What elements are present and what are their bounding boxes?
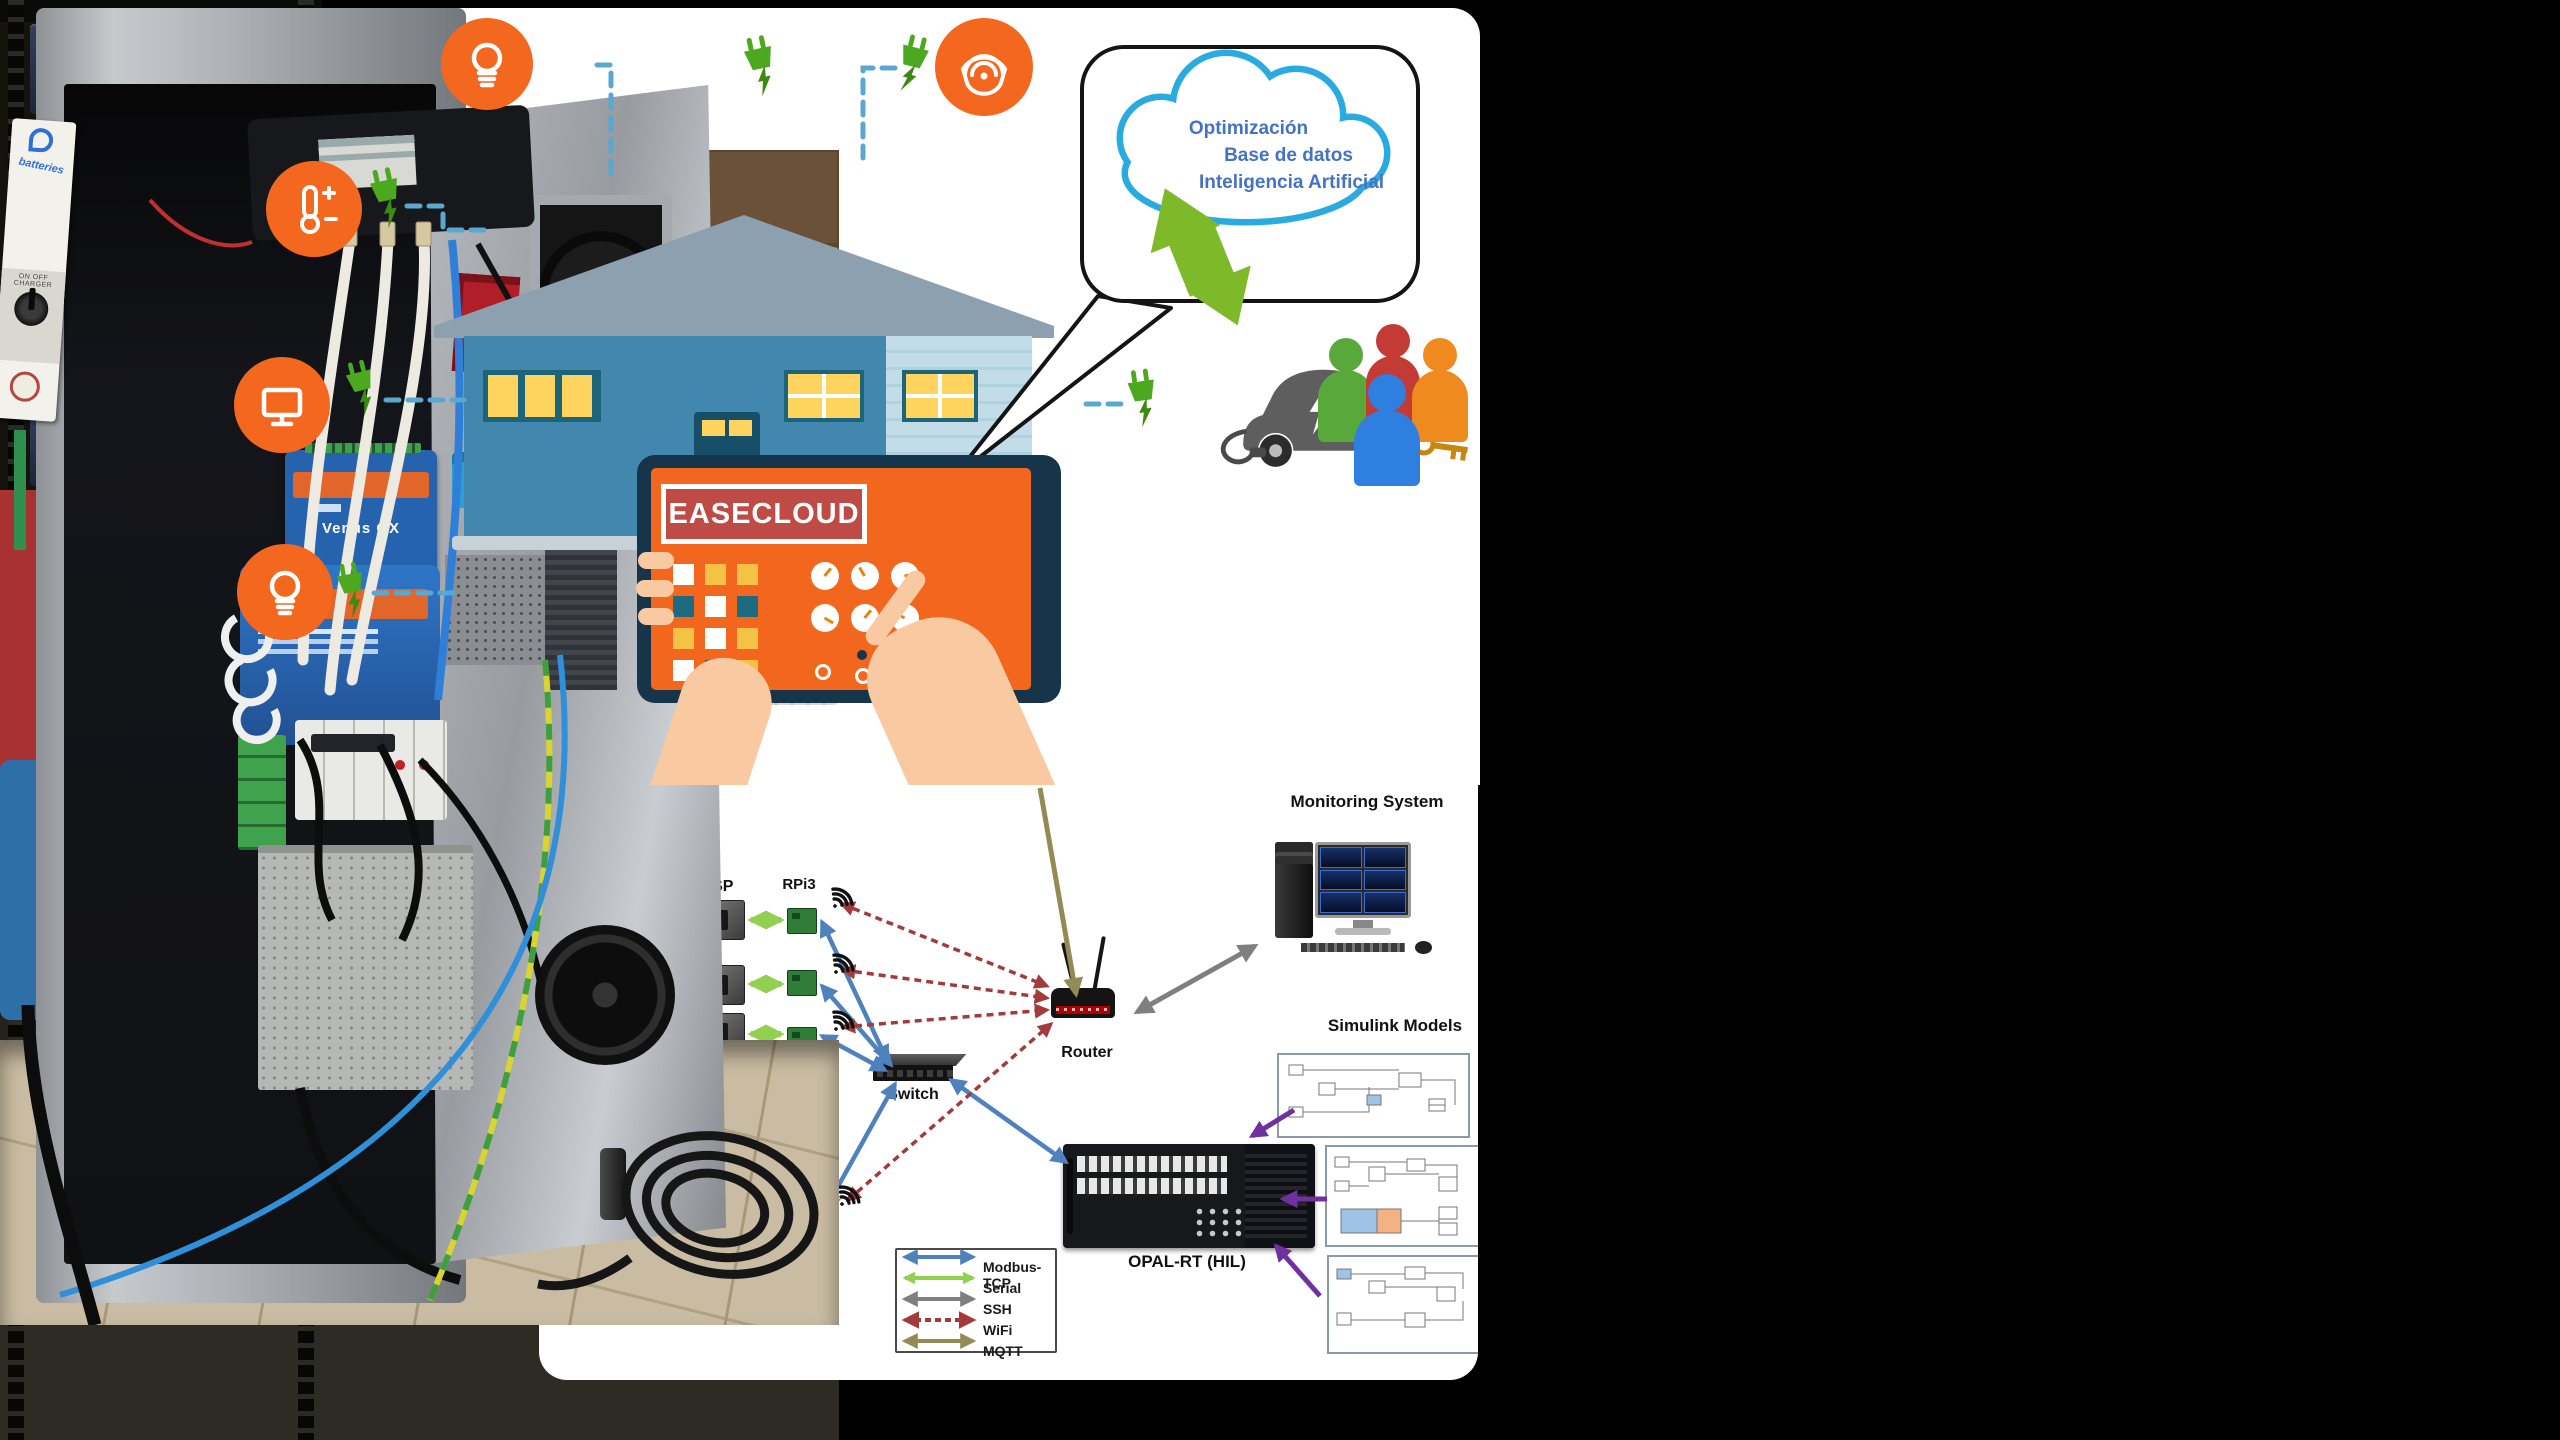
legend-label: MQTT — [983, 1343, 1023, 1359]
simulink-model-box — [1325, 1145, 1478, 1247]
easecloud-label: EASECLOUD — [661, 484, 867, 544]
pc-stand — [1353, 920, 1373, 929]
monitoring-system-label: Monitoring System — [1290, 792, 1444, 811]
door-hinge — [600, 1148, 626, 1220]
router-antenna — [1061, 942, 1077, 992]
wifi-arrows — [839, 901, 1054, 1203]
pc-keyboard — [1297, 938, 1405, 957]
switch-device-front — [873, 1065, 953, 1081]
left-hand-finger — [636, 580, 674, 597]
rpi3-label: RPi3 — [782, 876, 816, 893]
left-hand-finger — [638, 552, 674, 569]
legend-label: SSH — [983, 1301, 1012, 1317]
switch-label: Switch — [887, 1086, 939, 1103]
simulink-model-box — [1277, 1053, 1470, 1138]
pc-base — [1335, 928, 1391, 935]
lightbulb-icon — [441, 18, 533, 110]
cloud-text-line2: Base de datos — [1224, 145, 1353, 166]
router-device — [1051, 988, 1115, 1018]
opal-rt-server — [1063, 1144, 1315, 1248]
lightbulb-icon — [237, 544, 333, 640]
battery-box — [258, 845, 473, 1090]
cooling-fan-bottom — [535, 925, 675, 1065]
ssh-arrow — [1133, 943, 1259, 1015]
cloud-text-line3: Inteligencia Artificial — [1198, 172, 1385, 193]
power-supply-dark — [545, 540, 617, 690]
tablet: EASECLOUD — [637, 455, 1061, 703]
raspberry-pi-board — [787, 908, 817, 934]
pc-monitor — [1315, 842, 1411, 918]
pc-mouse — [1415, 941, 1432, 954]
router-label: Router — [1061, 1044, 1113, 1061]
router-antenna — [1092, 936, 1106, 992]
cabinet-photo: Venus GX batteries ON OFF CHARGER — [0, 8, 839, 1440]
house-window-mid — [784, 370, 864, 422]
simulink-model-box — [1327, 1255, 1478, 1354]
pc-tower — [1275, 842, 1313, 938]
legend-label: Serial — [983, 1280, 1022, 1296]
legend-label: Modbus-TCP — [983, 1259, 1042, 1291]
simulink-models-label: Simulink Models — [1327, 1016, 1463, 1035]
green-terminal-blocks — [238, 735, 286, 850]
breaker-block — [295, 720, 447, 820]
thermometer-icon — [266, 161, 362, 257]
cloud-text-line1: Optimización — [1188, 118, 1309, 139]
legend-label: WiFi — [983, 1322, 1013, 1338]
legend-box: Modbus-TCP Serial SSH WiFi MQTT — [895, 1248, 1057, 1359]
power-supply — [445, 555, 545, 665]
opal-rt-label: OPAL-RT (HIL) — [1128, 1252, 1246, 1271]
monitor-icon — [234, 357, 330, 453]
security-camera-icon — [935, 18, 1033, 116]
raspberry-pi-board — [787, 970, 817, 996]
house-window-left — [483, 370, 601, 422]
mqtt-arrow — [1037, 787, 1084, 998]
house-window-right — [902, 370, 978, 422]
left-hand-finger — [638, 608, 674, 625]
